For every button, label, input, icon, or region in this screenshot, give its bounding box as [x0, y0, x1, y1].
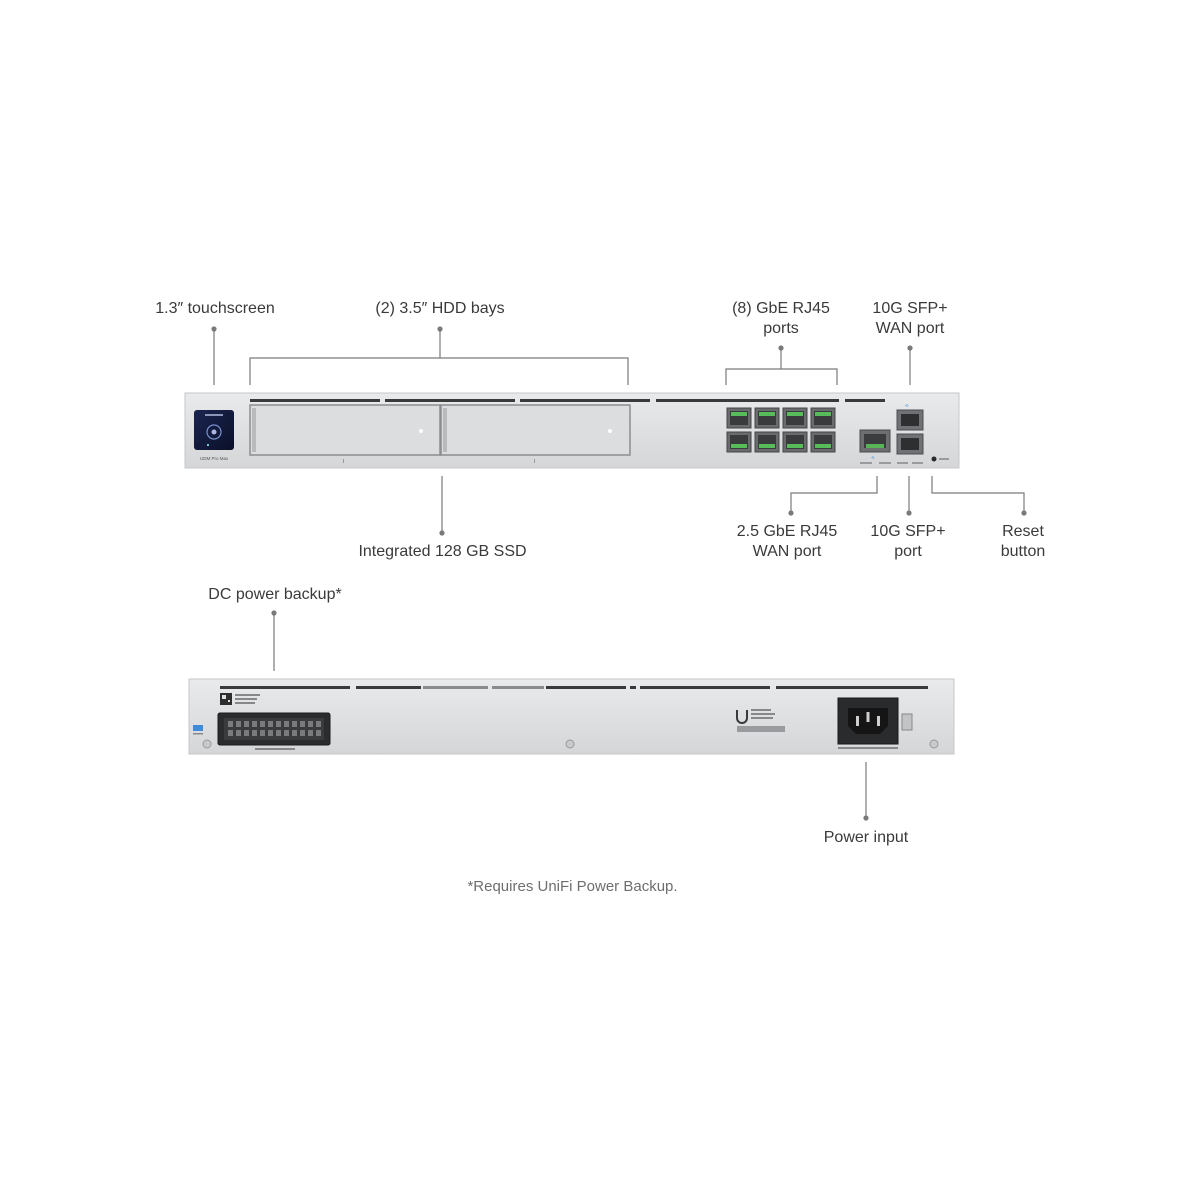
- reset-label-line1: Reset: [1002, 523, 1044, 540]
- rj45-port-5[interactable]: [726, 431, 752, 453]
- dc-indicator: [193, 725, 203, 735]
- dc-pin: [252, 721, 257, 727]
- reset-label: Reset button: [983, 522, 1063, 562]
- sfp-port[interactable]: [896, 433, 924, 464]
- dc-pin: [260, 730, 265, 736]
- model-badge: UDM Pro Max: [200, 456, 229, 461]
- rj45-port-8[interactable]: [810, 431, 836, 453]
- rj45-ports-label-line1: (8) GbE RJ45: [732, 300, 830, 317]
- hdd-bay-2[interactable]: [440, 404, 631, 463]
- hdd-bays-label: (2) 3.5″ HDD bays: [375, 300, 505, 317]
- dc-pin: [316, 730, 321, 736]
- touchscreen-label: 1.3″ touchscreen: [155, 300, 275, 317]
- dc-pin: [300, 730, 305, 736]
- dc-backup-label: DC power backup*: [208, 586, 342, 603]
- rear-vents: [220, 686, 928, 689]
- sfp-port-label: 10G SFP+ port: [858, 522, 958, 562]
- wan-25-label: 2.5 GbE RJ45 WAN port: [727, 522, 847, 562]
- rj45-ports-label-line2: ports: [763, 320, 799, 337]
- hdd-bay-1[interactable]: [249, 404, 441, 463]
- rj45-port-3[interactable]: [782, 407, 808, 429]
- reset-button[interactable]: [931, 456, 950, 462]
- dc-pin: [292, 730, 297, 736]
- wan-25-port[interactable]: ⟲: [859, 429, 891, 464]
- wan-25-label-line1: 2.5 GbE RJ45: [736, 523, 838, 540]
- dc-pin: [268, 721, 273, 727]
- dc-pin: [292, 721, 297, 727]
- dc-pin: [284, 730, 289, 736]
- rj45-port-6[interactable]: [754, 431, 780, 453]
- dc-pin: [244, 730, 249, 736]
- touchscreen[interactable]: [194, 410, 234, 450]
- dc-pin: [236, 730, 241, 736]
- dc-pin: [308, 721, 313, 727]
- dc-pin: [244, 721, 249, 727]
- front-vents: [250, 399, 885, 402]
- wan-25-label-line2: WAN port: [752, 543, 822, 560]
- dc-pin: [268, 730, 273, 736]
- reset-label-line2: button: [1000, 543, 1046, 560]
- rj45-port-7[interactable]: [782, 431, 808, 453]
- svg-text:⟲: ⟲: [871, 455, 875, 460]
- ground-screw-right: [929, 739, 939, 749]
- dc-pin: [316, 721, 321, 727]
- rj45-ports: [726, 407, 836, 453]
- power-input-socket[interactable]: [837, 697, 913, 749]
- rear-panel: [188, 678, 955, 755]
- dc-pin: [252, 730, 257, 736]
- dc-pin: [276, 721, 281, 727]
- sfp-wan-label-line2: WAN port: [875, 320, 945, 337]
- dc-pin: [260, 721, 265, 727]
- dc-pin: [308, 730, 313, 736]
- rj45-ports-label: (8) GbE RJ45 ports: [716, 299, 846, 339]
- dc-pin: [300, 721, 305, 727]
- rj45-port-4[interactable]: [810, 407, 836, 429]
- dc-pin: [228, 721, 233, 727]
- svg-text:⟲: ⟲: [905, 403, 909, 408]
- dc-pin: [228, 730, 233, 736]
- ground-screw-center: [565, 739, 575, 749]
- dc-pin: [276, 730, 281, 736]
- ground-screw-left: [202, 739, 212, 749]
- front-panel: UDM Pro Max ⟲ ⟲: [184, 392, 960, 469]
- rj45-port-2[interactable]: [754, 407, 780, 429]
- ubiquiti-logo-icon: [736, 709, 785, 732]
- leader-lines: [211, 326, 1027, 821]
- dc-pin: [284, 721, 289, 727]
- sfp-wan-label-line1: 10G SFP+: [872, 300, 948, 317]
- dc-connector-pins: [228, 721, 321, 736]
- sfp-port-label-line1: 10G SFP+: [870, 523, 946, 540]
- dc-pin: [236, 721, 241, 727]
- footnote: *Requires UniFi Power Backup.: [467, 878, 678, 895]
- qr-code: [220, 693, 260, 705]
- sfp-wan-label: 10G SFP+ WAN port: [855, 299, 965, 339]
- power-input-label: Power input: [823, 829, 909, 846]
- ssd-label: Integrated 128 GB SSD: [358, 543, 527, 560]
- rj45-port-1[interactable]: [726, 407, 752, 429]
- sfp-port-label-line2: port: [894, 543, 922, 560]
- sfp-wan-port[interactable]: ⟲: [896, 403, 924, 431]
- dc-backup-connector[interactable]: [217, 712, 331, 750]
